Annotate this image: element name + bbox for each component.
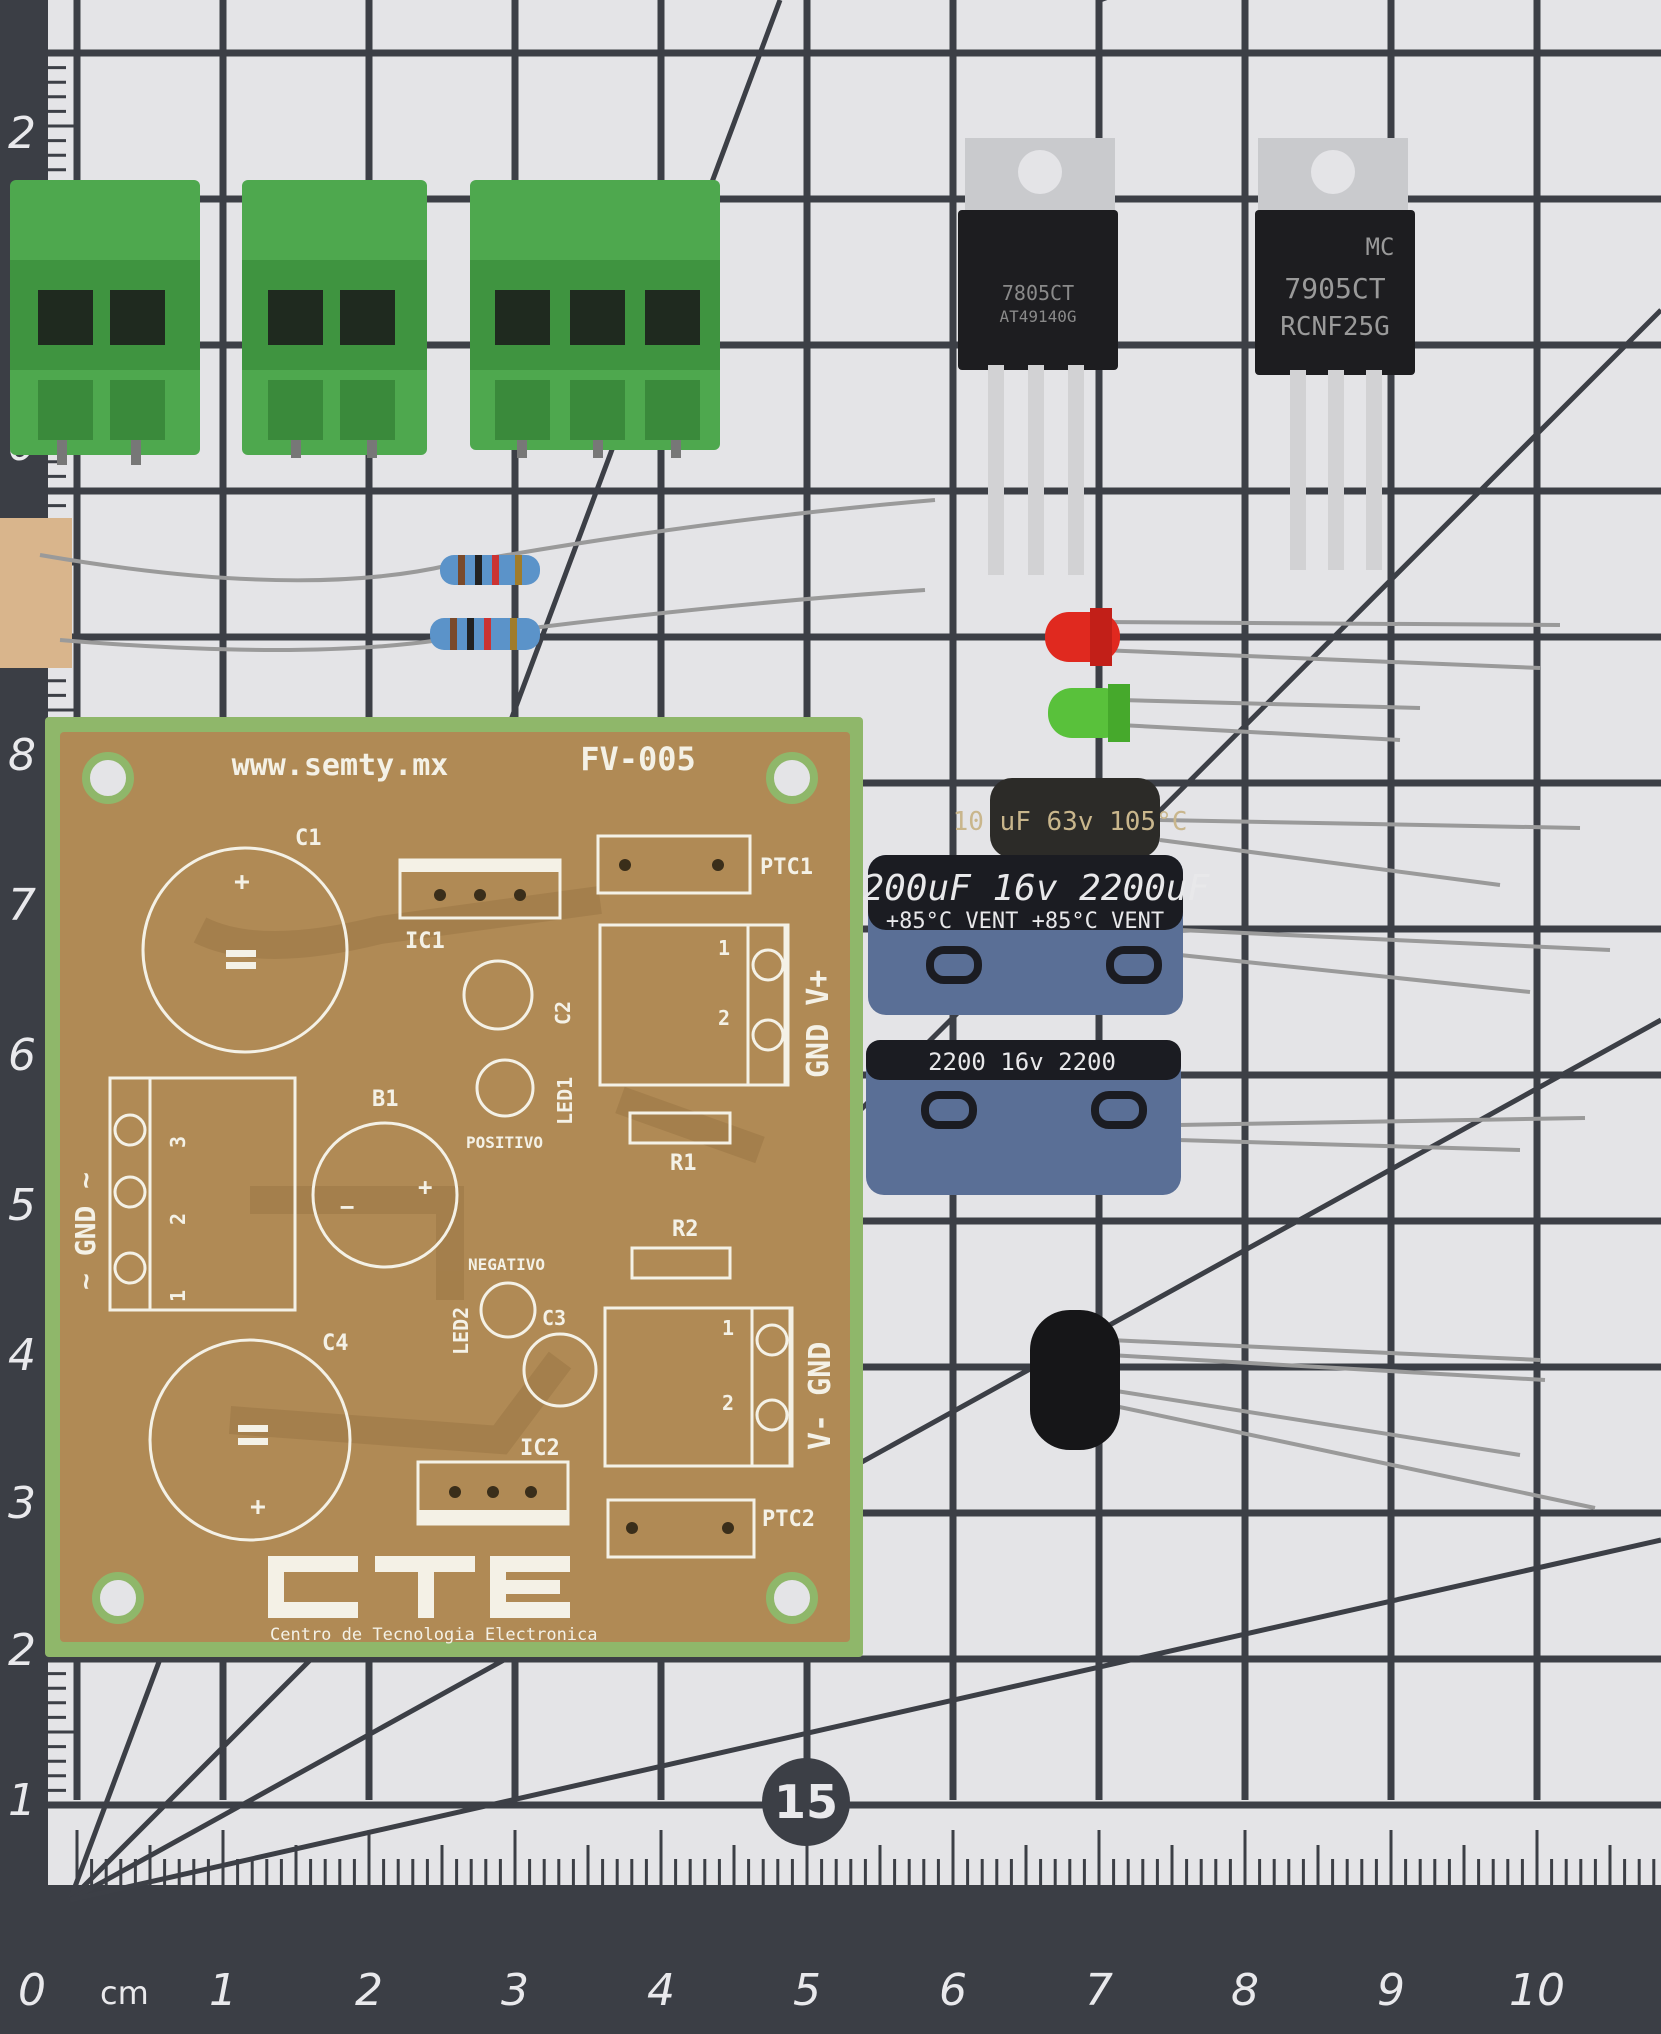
ruler-number-left: 8 xyxy=(8,730,36,781)
out1-pin2: 2 xyxy=(718,1006,730,1030)
label-ic2: IC2 xyxy=(520,1436,560,1461)
ruler-number-bottom: 5 xyxy=(793,1965,821,2016)
left-ruler-numbers: 2087654321 xyxy=(8,108,36,1826)
voltage-regulator-7905: MC 7905CT RCNF25G xyxy=(1255,138,1415,570)
in-pin1: 1 xyxy=(166,1290,190,1302)
capacitor-2200uf-b: 2200 16v 2200 xyxy=(866,1040,1586,1195)
terminal-block-3pin xyxy=(470,180,720,458)
ruler-unit-label: cm xyxy=(100,1974,149,2012)
pcb-model: FV-005 xyxy=(580,740,696,778)
bridge-rectifier xyxy=(1030,1310,1596,1510)
logo-subtitle: Centro de Tecnologia Electronica xyxy=(270,1625,598,1645)
ruler-number-left: 2 xyxy=(8,108,36,159)
out1-pin1: 1 xyxy=(718,936,730,960)
wood-block xyxy=(0,518,72,668)
label-vminus-gnd: V- GND xyxy=(803,1342,838,1450)
resistor-2 xyxy=(59,588,926,652)
in-pin3: 3 xyxy=(166,1136,190,1148)
led-green xyxy=(1048,684,1421,742)
regulator-1-lot: AT49140G xyxy=(999,307,1076,326)
c1-plus: + xyxy=(234,867,250,897)
ruler-number-bottom: 7 xyxy=(1085,1965,1113,2016)
big-cap-a-sub: +85°C VENT +85°C VENT xyxy=(886,909,1164,934)
regulator-2-lot: RCNF25G xyxy=(1280,312,1390,342)
ruler-number-bottom: 0 xyxy=(18,1965,46,2016)
in-pin2: 2 xyxy=(166,1213,190,1225)
label-b1: B1 xyxy=(372,1087,399,1112)
b1-plus: + xyxy=(418,1173,432,1201)
capacitor-2200uf-a: 2200uF 16v 2200uF +85°C VENT +85°C VENT xyxy=(841,855,1611,1015)
ruler-number-left: 7 xyxy=(8,880,36,931)
capacitor-small: 10 uF 63v 105°C xyxy=(953,778,1581,887)
label-ac-gnd: ~ GND ~ xyxy=(69,1172,102,1290)
ruler-number-bottom: 1 xyxy=(209,1965,237,2016)
label-negativo: NEGATIVO xyxy=(468,1255,545,1274)
terminal-block-2pin-a xyxy=(10,180,200,465)
resistor-1 xyxy=(39,498,936,585)
small-cap-marking: 10 uF 63v 105°C xyxy=(953,807,1188,837)
label-positivo: POSITIVO xyxy=(466,1133,543,1152)
out2-pin2: 2 xyxy=(722,1391,734,1415)
c4-plus: + xyxy=(250,1492,266,1522)
led-red xyxy=(1045,608,1561,670)
label-c4: C4 xyxy=(322,1331,349,1356)
big-cap-b-marking: 2200 16v 2200 xyxy=(928,1048,1116,1076)
big-cap-a-marking: 2200uF 16v 2200uF xyxy=(841,868,1211,909)
label-c1: C1 xyxy=(295,826,322,851)
regulator-1-marking: 7805CT xyxy=(1002,281,1074,305)
ruler-number-left: 5 xyxy=(8,1180,36,1231)
ruler-number-bottom: 6 xyxy=(939,1965,967,2016)
terminal-block-2pin-b xyxy=(242,180,427,458)
voltage-regulator-7805: 7805CT AT49140G xyxy=(958,138,1118,575)
ruler-number-bottom: 10 xyxy=(1509,1965,1565,2016)
out2-pin1: 1 xyxy=(722,1316,734,1340)
regulator-2-brand: MC xyxy=(1366,233,1395,261)
label-c2: C2 xyxy=(551,1001,575,1025)
label-r2: R2 xyxy=(672,1217,699,1242)
regulator-2-marking: 7905CT xyxy=(1284,272,1385,305)
ruler-number-left: 2 xyxy=(8,1625,36,1676)
label-gnd-vplus: GND V+ xyxy=(801,970,836,1078)
ruler-circle-mark xyxy=(762,1758,850,1846)
pcb-board: www.semty.mx FV-005 C1 + C4 + IC1 IC2 PT… xyxy=(45,717,863,1657)
ruler-number-bottom: 4 xyxy=(647,1965,675,2016)
ruler-number-left: 1 xyxy=(8,1775,36,1826)
ruler-number-left: 3 xyxy=(8,1478,36,1529)
ruler-number-bottom: 8 xyxy=(1231,1965,1259,2016)
ruler-number-bottom: 2 xyxy=(355,1965,383,2016)
label-c3: C3 xyxy=(542,1306,566,1330)
b1-minus: − xyxy=(340,1193,354,1221)
pcb-website: www.semty.mx xyxy=(232,748,449,783)
label-r1: R1 xyxy=(670,1151,697,1176)
bottom-ruler-numbers: 0 1 2 3 4 5 6 7 8 9 10 xyxy=(18,1965,1565,2016)
label-led1: LED1 xyxy=(553,1077,577,1125)
label-ptc1: PTC1 xyxy=(760,855,813,880)
ruler-number-bottom: 9 xyxy=(1377,1965,1405,2016)
cte-logo xyxy=(268,1556,570,1618)
ruler-number-left: 4 xyxy=(8,1330,36,1381)
ruler-number-bottom: 3 xyxy=(501,1965,529,2016)
ruler-number-left: 6 xyxy=(8,1030,36,1081)
label-ic1: IC1 xyxy=(405,929,445,954)
label-ptc2: PTC2 xyxy=(762,1507,815,1532)
ruler-circle-label: 15 xyxy=(774,1775,838,1829)
label-led2: LED2 xyxy=(449,1307,473,1355)
